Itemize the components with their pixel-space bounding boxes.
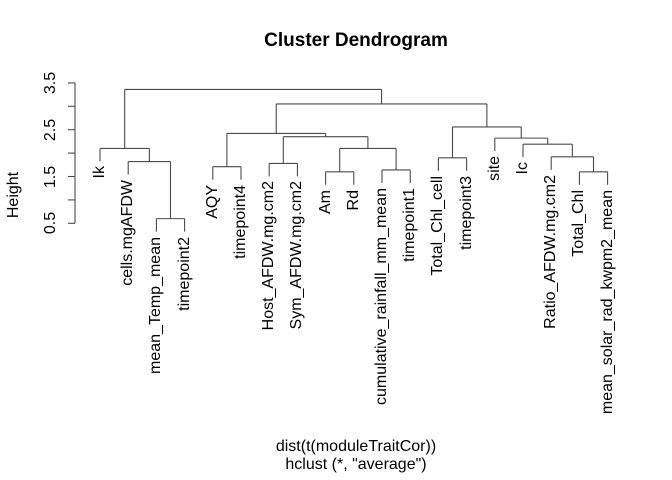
y-axis-tick-label-text: 0.5 xyxy=(42,212,59,235)
y-axis-title-text: Height xyxy=(5,171,22,219)
leaf-label-text: cumulative_rainfall_mm_mean xyxy=(373,187,390,405)
leaf-label-text: timepoint2 xyxy=(175,236,193,311)
leaf-label-text: mean_solar_rad_kwpm2_mean xyxy=(598,189,616,414)
leaf-label-text: AQY xyxy=(203,184,221,219)
leaf-label-text: Sym_AFDW.mg.cm2 xyxy=(288,181,306,330)
plot-title-text: Cluster Dendrogram xyxy=(264,30,448,51)
leaf-label-text: timepoint1 xyxy=(401,187,419,262)
leaf-label-text: cells.mgAFDW xyxy=(119,179,137,286)
leaf-label-text: site xyxy=(485,156,503,182)
leaf-label-text: Ratio_AFDW.mg.cm2 xyxy=(542,174,560,329)
leaf-label-text: Total_Chl xyxy=(570,189,588,257)
leaf-label-text: mean_Temp_mean xyxy=(147,236,165,374)
leaf-label-text: timepoint4 xyxy=(232,184,249,259)
leaf-label-text: Host_AFDW.mg.cm2 xyxy=(260,181,278,331)
leaf-label-text: Rd xyxy=(344,189,362,211)
y-axis-tick-label-text: 3.5 xyxy=(42,71,59,95)
leaf-label-text: Total_Chl_cell xyxy=(429,175,447,276)
leaf-label-text: Ik xyxy=(91,166,108,179)
caption-line-1-text: dist(t(moduleTraitCor)) xyxy=(275,438,437,455)
leaf-label-text: Ic xyxy=(514,162,531,175)
leaf-label-text: Am xyxy=(316,189,334,214)
y-axis-tick-label-text: 1.5 xyxy=(42,165,59,188)
leaf-label-text: timepoint3 xyxy=(457,175,475,250)
y-axis-tick-label-text: 2.5 xyxy=(42,118,59,141)
caption-line-2-text: hclust (*, "average") xyxy=(285,456,427,473)
